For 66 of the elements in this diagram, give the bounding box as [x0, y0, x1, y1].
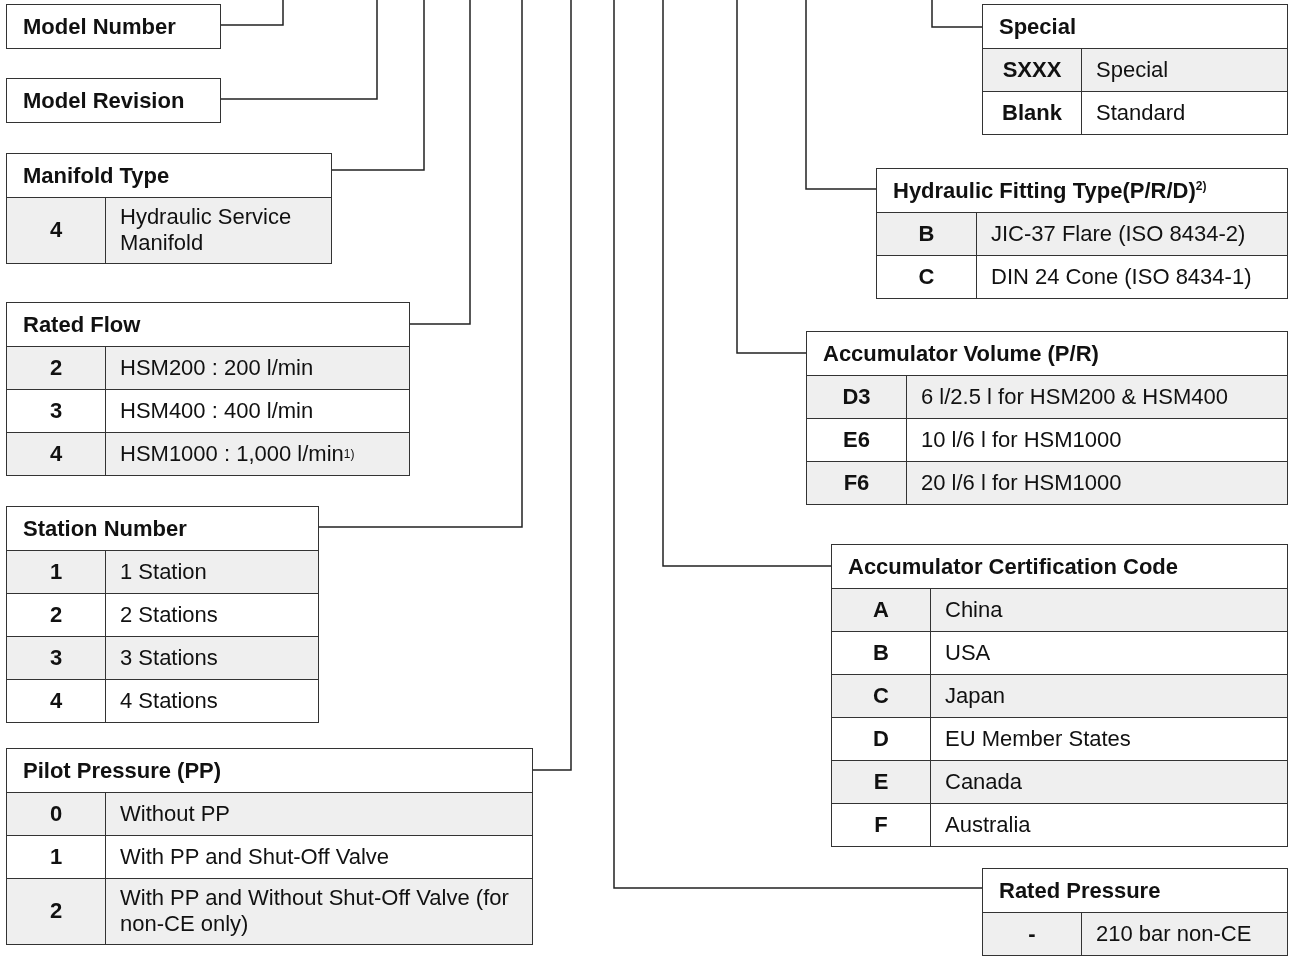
code-cell: F: [832, 804, 931, 846]
description-cell-text: 2 Stations: [119, 600, 219, 629]
code-table: [6, 302, 410, 476]
code-cell: F6: [807, 462, 907, 504]
code-cell: 4: [7, 680, 106, 722]
leader-line: [220, 0, 378, 100]
description-cell-text: HSM400 : 400 l/min: [119, 396, 315, 425]
description-cell-text: EU Member States: [944, 724, 1132, 753]
description-cell-text: 4 Stations: [119, 686, 219, 715]
label-box: Model Number: [6, 4, 221, 49]
description-cell-text: 10 l/6 l for HSM1000: [920, 425, 1123, 454]
code-cell: 3: [7, 637, 106, 679]
description-cell-text: 210 bar non-CE: [1095, 919, 1253, 948]
code-cell: C: [832, 675, 931, 717]
description-cell-text: 3 Stations: [119, 643, 219, 672]
description-cell-text: Australia: [944, 810, 1032, 839]
code-cell: Blank: [983, 92, 1082, 134]
description-cell-text: JIC-37 Flare (ISO 8434-2): [990, 219, 1247, 248]
code-cell: A: [832, 589, 931, 631]
description-cell-text: 20 l/6 l for HSM1000: [920, 468, 1123, 497]
leader-line: [613, 0, 983, 889]
code-cell: 4: [7, 433, 106, 475]
code-cell: 2: [7, 879, 106, 944]
description-cell-text: China: [944, 595, 1004, 624]
code-cell: 1: [7, 551, 106, 593]
leader-line: [409, 0, 471, 325]
code-cell: D3: [807, 376, 907, 418]
code-cell: E: [832, 761, 931, 803]
code-cell: 2: [7, 347, 106, 389]
description-cell-text: DIN 24 Cone (ISO 8434-1): [990, 262, 1253, 291]
code-table: [6, 153, 332, 264]
code-table: [831, 544, 1288, 847]
code-table: [6, 748, 533, 945]
description-cell-text: Japan: [944, 681, 1006, 710]
code-cell: C: [877, 256, 977, 298]
code-cell: 0: [7, 793, 106, 835]
description-cell-text: HSM200 : 200 l/min: [119, 353, 315, 382]
description-cell-text: Without PP: [119, 799, 232, 828]
code-cell: 4: [7, 198, 106, 263]
leader-line: [532, 0, 572, 771]
code-table: [982, 4, 1288, 135]
leader-line: [736, 0, 807, 354]
leader-line: [805, 0, 877, 190]
description-cell-text: Canada: [944, 767, 1024, 796]
leader-line: [931, 0, 983, 28]
leader-line: [318, 0, 523, 528]
code-cell: SXXX: [983, 49, 1082, 91]
description-cell-text: Special: [1095, 55, 1170, 84]
description-cell-text: USA: [944, 638, 992, 667]
label-box: Model Revision: [6, 78, 221, 123]
description-cell-text: With PP and Without Shut-Off Valve (for non-CE only): [119, 884, 510, 939]
leader-line: [331, 0, 425, 171]
description-cell-text: Hydraulic Service Manifold: [119, 203, 293, 258]
code-table: [6, 506, 319, 723]
code-table: [806, 331, 1288, 505]
description-cell-text: 6 l/2.5 l for HSM200 & HSM400: [920, 382, 1229, 411]
code-table: [982, 868, 1288, 956]
leader-line: [220, 0, 284, 26]
leader-line: [662, 0, 832, 567]
code-cell: -: [983, 913, 1082, 955]
code-table: [876, 168, 1288, 299]
description-cell-text: Standard: [1095, 98, 1187, 127]
code-cell: B: [877, 213, 977, 255]
description-cell-text: 1 Station: [119, 557, 208, 586]
description-cell-text: HSM1000 : 1,000 l/min$^{1)}$: [119, 439, 356, 468]
description-cell-text: With PP and Shut-Off Valve: [119, 842, 391, 871]
